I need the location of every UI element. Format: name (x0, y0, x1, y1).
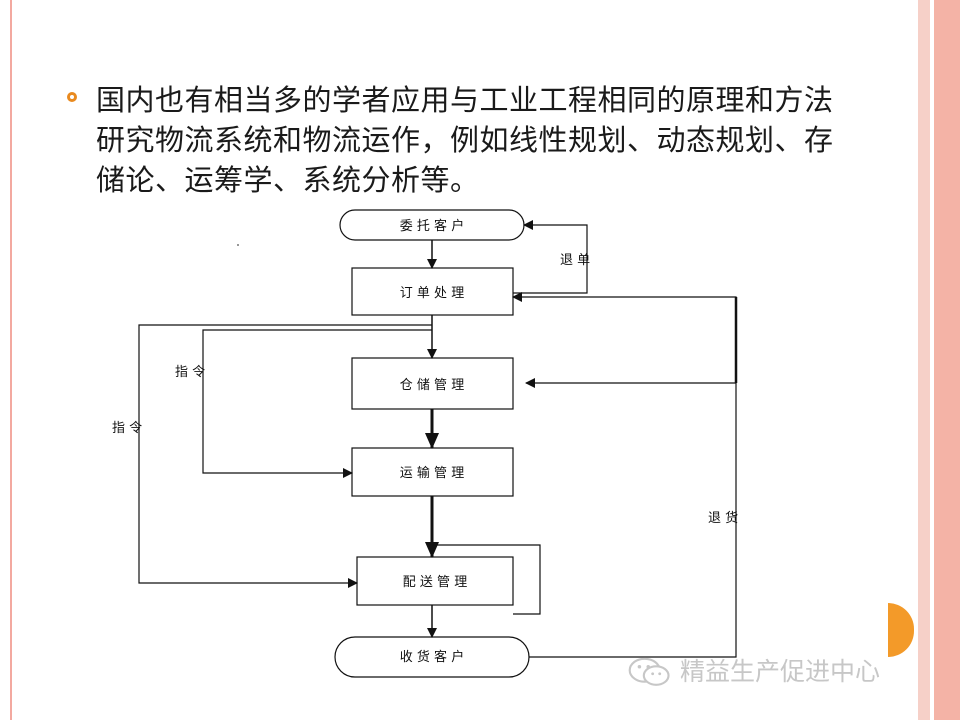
node-warehouse-label: 仓 储 管 理 (400, 378, 464, 393)
label-instruction-1: 指 令 (175, 365, 205, 380)
label-return-order: 退 单 (560, 253, 590, 268)
node-order-label: 订 单 处 理 (400, 286, 464, 301)
delivery-loop-line (432, 544, 541, 615)
return-order-line (513, 220, 588, 294)
node-receiver-label: 收 货 客 户 (400, 649, 464, 665)
wechat-logo-icon (628, 657, 670, 686)
label-return-goods: 退 货 (708, 510, 738, 526)
bullet-circle-icon (67, 92, 77, 102)
node-delivery-label: 配 送 管 理 (403, 575, 467, 590)
node-transport-label: 运 输 管 理 (400, 465, 464, 481)
bullet-text: 国内也有相当多的学者应用与工业工程相同的原理和方法研究物流系统和物流运作，例如线… (96, 83, 834, 197)
node-warehouse (351, 357, 514, 410)
return-goods-line (512, 292, 737, 658)
instruction-line-delivery (138, 324, 432, 588)
label-instruction-2: 指 令 (112, 421, 142, 436)
watermark-text: 精益生产促进中心 (680, 657, 881, 686)
left-border-line (10, 0, 12, 720)
right-decorative-band (918, 0, 960, 720)
instruction-line-transport (202, 329, 432, 478)
node-client-label: 委 托 客 户 (400, 218, 464, 234)
